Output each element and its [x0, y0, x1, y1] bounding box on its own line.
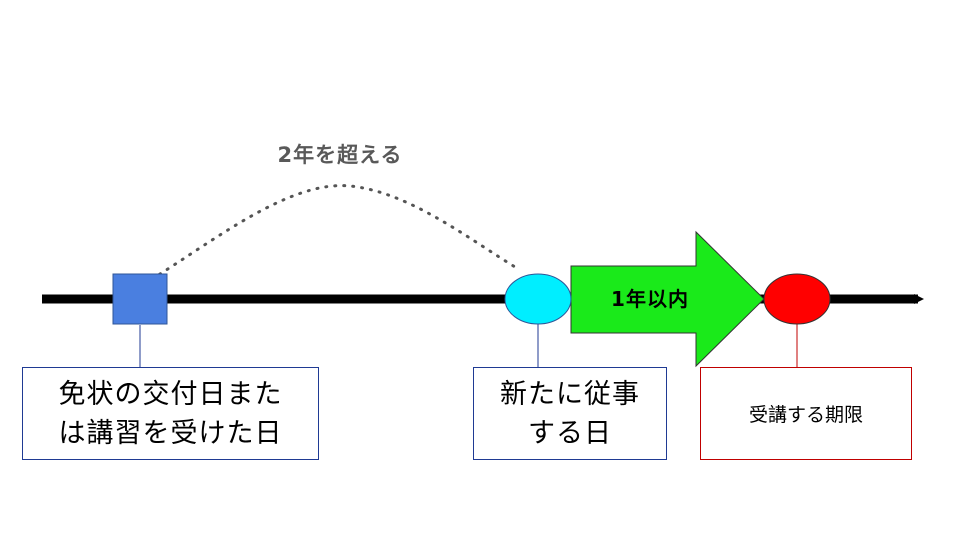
deadline-box: 受講する期限	[700, 367, 912, 460]
start-work-line-2: する日	[528, 417, 612, 449]
start-marker	[504, 273, 572, 325]
license-issue-line-1: 免状の交付日また	[58, 378, 283, 410]
license-issue-box: 免状の交付日また は講習を受けた日	[22, 367, 319, 460]
within-one-year-label: 1年以内	[611, 287, 689, 311]
deadline-marker	[763, 273, 831, 325]
deadline-text: 受講する期限	[748, 404, 863, 426]
license-issue-line-2: は講習を受けた日	[58, 417, 283, 449]
issue-marker	[112, 273, 168, 325]
one-year-arrow	[570, 230, 765, 368]
start-work-line-1: 新たに従事	[500, 378, 640, 410]
start-work-box: 新たに従事 する日	[473, 367, 667, 460]
dotted-arc	[150, 184, 522, 281]
over-two-years-label: 2年を超える	[277, 143, 403, 167]
